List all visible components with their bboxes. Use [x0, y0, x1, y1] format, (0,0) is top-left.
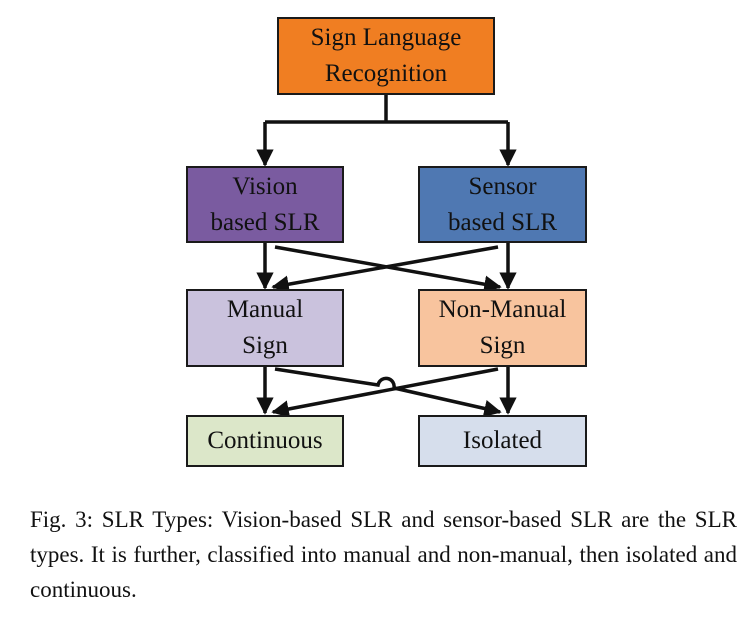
- arrow-sensor-to-manual: [271, 245, 499, 293]
- arrow-nonmanual-to-continuous: [271, 367, 499, 418]
- figure-caption: Fig. 3: SLR Types: Vision-based SLR and …: [30, 507, 737, 602]
- node-isolated-label: Isolated: [462, 427, 543, 454]
- node-continuous-label: Continuous: [207, 427, 323, 454]
- node-sensor-line1: Sensor: [468, 172, 537, 200]
- node-vision-based-slr: Vision based SLR: [186, 166, 344, 243]
- node-sign-language-recognition: Sign Language Recognition: [277, 17, 495, 95]
- node-manual-sign: Manual Sign: [186, 289, 344, 367]
- arrow-manual-to-isolated: [274, 367, 502, 418]
- node-vision-line2: based SLR: [210, 208, 320, 236]
- node-nonmanual-line1: Non-Manual: [438, 296, 567, 323]
- node-continuous: Continuous: [186, 415, 344, 467]
- connector-layer: [256, 95, 517, 418]
- node-nonmanual-line2: Sign: [479, 332, 526, 359]
- node-manual-line2: Sign: [242, 332, 288, 359]
- node-sensor-based-slr: Sensor based SLR: [418, 166, 587, 243]
- node-root-line2: Recognition: [324, 60, 448, 87]
- slr-diagram: Sign Language Recognition Vision based S…: [186, 17, 587, 467]
- node-manual-line1: Manual: [226, 296, 304, 323]
- node-root-line1: Sign Language: [310, 24, 462, 51]
- node-isolated: Isolated: [418, 415, 587, 467]
- node-vision-line1: Vision: [232, 172, 298, 200]
- node-non-manual-sign: Non-Manual Sign: [418, 289, 587, 367]
- node-sensor-line2: based SLR: [447, 208, 558, 236]
